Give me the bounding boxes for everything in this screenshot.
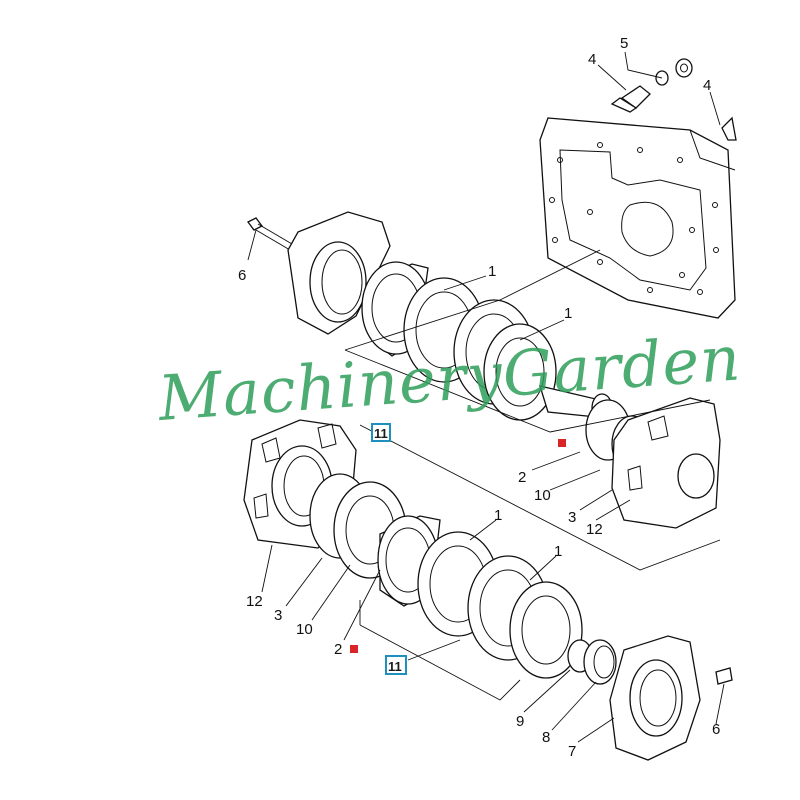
callout-1-lower-a: 1 bbox=[494, 507, 502, 524]
callout-2-lower: 2 bbox=[334, 641, 342, 658]
callout-10-upper: 10 bbox=[534, 487, 551, 504]
fitting-4-left bbox=[610, 85, 651, 113]
callout-box-11-upper bbox=[371, 423, 391, 442]
callout-labels: 5 4 4 6 1 1 11 2 10 3 12 1 1 12 3 10 2 1… bbox=[238, 35, 720, 760]
housing-12-upper bbox=[611, 397, 721, 529]
callout-1-upper-b: 1 bbox=[564, 305, 572, 322]
callout-2-upper: 2 bbox=[518, 469, 526, 486]
callout-3-upper: 3 bbox=[568, 509, 576, 526]
marker-square-lower bbox=[350, 645, 358, 653]
leader-lines bbox=[247, 51, 725, 743]
flange-7 bbox=[609, 635, 701, 761]
callout-11-lower: 11 bbox=[388, 659, 402, 674]
callout-12-lower: 12 bbox=[246, 593, 263, 610]
callout-4-left: 4 bbox=[588, 51, 596, 68]
disc-stack-upper bbox=[361, 261, 557, 421]
callout-4-right: 4 bbox=[703, 77, 711, 94]
ring-5 bbox=[655, 58, 693, 86]
callout-3-lower: 3 bbox=[274, 607, 282, 624]
gear-8 bbox=[583, 639, 617, 685]
disc-stack-lower bbox=[309, 473, 583, 679]
fitting-4-right bbox=[721, 116, 737, 141]
bolt-6-top bbox=[247, 217, 293, 251]
callout-8: 8 bbox=[542, 729, 550, 746]
callout-12-upper: 12 bbox=[586, 521, 603, 538]
callout-11-upper: 11 bbox=[374, 426, 388, 441]
callout-6-bottom: 6 bbox=[712, 721, 720, 738]
callout-6-top: 6 bbox=[238, 267, 246, 284]
callout-7: 7 bbox=[568, 743, 576, 760]
callout-10-lower: 10 bbox=[296, 621, 313, 638]
callout-1-lower-b: 1 bbox=[554, 543, 562, 560]
callout-9: 9 bbox=[516, 713, 524, 730]
callout-1-upper-a: 1 bbox=[488, 263, 496, 280]
marker-square-upper bbox=[558, 439, 566, 447]
callout-5: 5 bbox=[620, 35, 628, 52]
callout-box-11-lower bbox=[385, 655, 407, 675]
flange-upper bbox=[287, 211, 391, 335]
bolt-6-bottom bbox=[715, 667, 733, 685]
housing-plate bbox=[539, 117, 736, 319]
assembly-lines bbox=[344, 249, 721, 701]
